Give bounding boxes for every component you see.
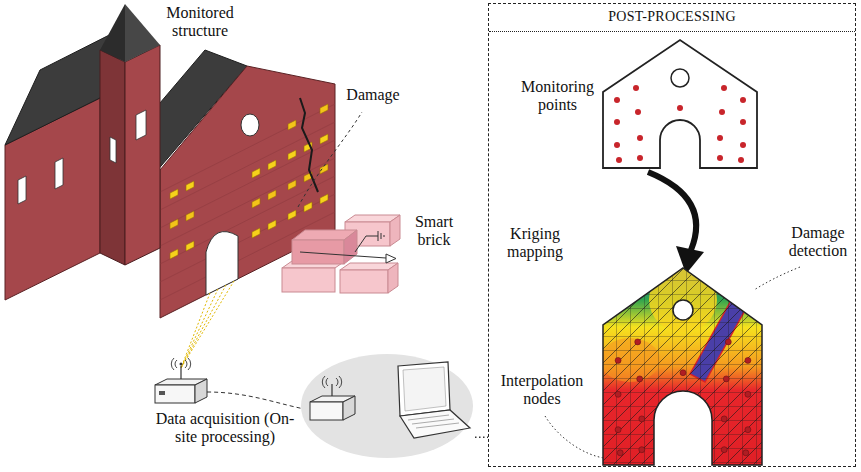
- laptop-base: [400, 410, 470, 438]
- sensor-brick: [186, 181, 194, 191]
- leader-line: [298, 112, 362, 207]
- sensor-brick: [252, 198, 260, 208]
- monitoring-point: [615, 357, 621, 363]
- monitoring-point: [639, 416, 645, 422]
- sensor-brick: [268, 160, 276, 170]
- monitoring-point: [639, 447, 645, 453]
- monitoring-point: [614, 119, 620, 125]
- station-illustration: [150, 350, 475, 468]
- monitoring-point: [723, 376, 729, 382]
- monitoring-point: [680, 370, 686, 376]
- monitoring-point: [633, 85, 639, 91]
- annotation-label: Damage detection: [783, 224, 853, 261]
- router-icon: [155, 358, 207, 403]
- monitoring-point: [721, 85, 727, 91]
- antenna: [331, 384, 332, 396]
- sensor-brick: [186, 241, 194, 251]
- sensor-brick: [268, 190, 276, 200]
- facade-window: [671, 69, 689, 87]
- laptop-screen: [403, 367, 446, 411]
- connector-line: [475, 437, 488, 439]
- sensor-brick: [320, 134, 328, 144]
- router-icon: [343, 396, 355, 420]
- map-outline: [603, 268, 762, 465]
- monitoring-point: [725, 339, 731, 345]
- monitoring-point: [721, 416, 727, 422]
- link-line: [207, 392, 310, 410]
- sensor-brick: [320, 194, 328, 204]
- station-ground: [301, 354, 473, 458]
- annotation-label: Damage: [338, 86, 408, 104]
- annotation-label: Monitoring points: [510, 78, 605, 115]
- monitoring-point: [743, 450, 749, 456]
- sensor-brick: [288, 210, 296, 220]
- sensor-brick: [186, 211, 194, 221]
- monitoring-point: [637, 155, 643, 161]
- annotation-label: Monitored structure: [150, 4, 250, 41]
- laptop-keys: [408, 415, 459, 428]
- monitored-building: [5, 4, 335, 318]
- monitoring-point: [717, 155, 723, 161]
- sensor-brick: [170, 189, 178, 199]
- smart-brick-detail: [282, 215, 400, 293]
- sensor-brick: [304, 202, 312, 212]
- sensor-brick: [288, 150, 296, 160]
- monitoring-point: [745, 427, 751, 433]
- monitoring-point: [616, 157, 622, 163]
- sensor-brick: [288, 120, 296, 130]
- monitoring-point: [740, 142, 746, 148]
- monitoring-points: [614, 85, 746, 163]
- monitoring-point: [745, 391, 751, 397]
- laptop-screen: [398, 362, 450, 416]
- sensor-brick: [252, 168, 260, 178]
- wireless-signal: [181, 281, 234, 368]
- leader-line: [545, 416, 604, 458]
- monitoring-point: [635, 339, 641, 345]
- monitoring-point: [635, 109, 641, 115]
- monitoring-point: [615, 391, 621, 397]
- facade-outline: [603, 40, 757, 168]
- sensor-brick: [252, 228, 260, 238]
- annotation-label: Smart brick: [404, 213, 464, 250]
- sensor-brick: [288, 180, 296, 190]
- wireless-symbol: [322, 376, 341, 388]
- monitoring-point: [617, 450, 623, 456]
- leader-line: [754, 267, 800, 290]
- monitoring-point: [637, 135, 643, 141]
- kriging-map: [600, 264, 766, 469]
- acquisition-station: Data acquisition (On-site processing): [150, 350, 475, 468]
- monitoring-point: [614, 142, 620, 148]
- monitoring-point: [745, 357, 751, 363]
- process-arrow: [648, 172, 696, 250]
- sensor-brick: [170, 249, 178, 259]
- station-caption: Data acquisition (On-site processing): [150, 410, 300, 447]
- sensor-brick: [268, 220, 276, 230]
- mapped-points: [615, 339, 751, 456]
- annotation-label: Interpolation nodes: [492, 372, 592, 409]
- monitoring-point: [614, 97, 620, 103]
- monitoring-point: [740, 97, 746, 103]
- monitoring-point: [677, 105, 683, 111]
- panel-heading: POST-PROCESSING: [489, 4, 855, 32]
- monitoring-point: [740, 119, 746, 125]
- monitoring-point: [719, 109, 725, 115]
- map-window: [673, 300, 693, 320]
- annotation-label: Kriging mapping: [495, 225, 575, 262]
- sensor-brick: [170, 219, 178, 229]
- router-icon: [310, 402, 343, 420]
- sensor-brick: [320, 104, 328, 114]
- monitoring-point: [717, 135, 723, 141]
- monitoring-point: [615, 427, 621, 433]
- monitoring-point: [738, 157, 744, 163]
- monitoring-point: [721, 447, 727, 453]
- monitoring-point: [637, 376, 643, 382]
